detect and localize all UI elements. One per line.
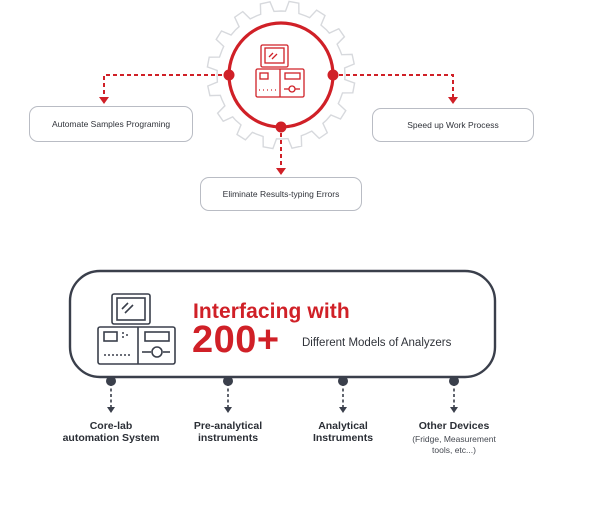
gear-icon — [206, 0, 356, 150]
category-title: Other Devices — [418, 420, 490, 432]
ring-node-left — [223, 69, 235, 81]
analyzer-machine-icon — [255, 44, 305, 98]
category-other-devices-note: (Fridge, Measurement tools, etc...) — [384, 434, 524, 455]
banner-count: 200+ — [192, 319, 280, 361]
category-title: Pre-analytical — [193, 420, 263, 432]
category-title: instruments — [197, 432, 259, 444]
banner-frame — [68, 269, 497, 379]
category-title: automation System — [62, 432, 160, 444]
banner-subtitle: Different Models of Analyzers — [302, 337, 452, 349]
category-core-lab: Core-lab automation System — [46, 420, 176, 444]
benefit-label: Automate Samples Programing — [51, 119, 171, 129]
category-other-devices: Other Devices — [394, 420, 514, 432]
category-analytical: Analytical Instruments — [293, 420, 393, 444]
ring-node-right — [327, 69, 339, 81]
ring-node-bottom — [275, 121, 287, 133]
category-pre-analytical: Pre-analytical instruments — [168, 420, 288, 444]
red-connectors — [103, 74, 454, 171]
analyzer-machine-icon — [97, 293, 176, 365]
category-note: (Fridge, Measurement — [412, 434, 496, 444]
category-title: Analytical — [318, 420, 368, 432]
banner-heading: Interfacing with — [193, 300, 350, 323]
red-ring — [227, 21, 335, 129]
benefit-box-bottom: Eliminate Results-typing Errors — [200, 177, 362, 211]
category-title: Core-lab — [89, 420, 133, 432]
red-arrowheads — [99, 97, 458, 175]
dark-connectors — [106, 376, 459, 413]
category-title: Instruments — [312, 432, 374, 444]
category-note: tools, etc...) — [432, 444, 476, 455]
benefit-label: Eliminate Results-typing Errors — [222, 189, 340, 199]
benefit-box-right: Speed up Work Process — [372, 108, 534, 142]
benefit-box-left: Automate Samples Programing — [29, 106, 193, 142]
benefit-label: Speed up Work Process — [407, 120, 499, 130]
